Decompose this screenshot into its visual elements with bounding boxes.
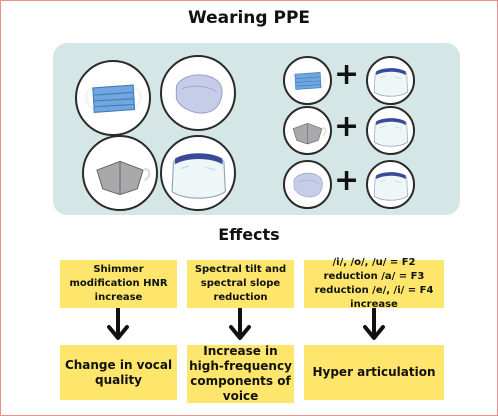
ppe-title: Wearing PPE (187, 8, 311, 28)
face-shield-icon (366, 160, 415, 209)
effect-result-box: Change in vocal quality (60, 345, 177, 400)
effect-cause-text: /i/, /o/, /u/ = F2 reduction /a/ = F3 re… (314, 257, 434, 310)
down-arrow-icon (107, 308, 129, 340)
plus-sign: + (334, 57, 360, 92)
effect-cause-box: Shimmer modification HNR increase (60, 260, 177, 308)
face-shield-icon (366, 56, 415, 105)
surgical-mask-icon (283, 56, 332, 105)
effect-cause-box: /i/, /o/, /u/ = F2 reduction /a/ = F3 re… (304, 257, 444, 310)
cloth-mask-icon (160, 55, 236, 131)
plus-sign: + (334, 163, 360, 198)
effect-result-text: Increase in high-frequency components of… (189, 344, 292, 403)
kn95-mask-icon (283, 106, 332, 155)
effects-title: Effects (218, 225, 280, 244)
effect-cause-box: Spectral tilt and spectral slope reducti… (187, 260, 294, 308)
effect-cause-text: Spectral tilt and spectral slope reducti… (194, 264, 287, 303)
face-shield-icon (160, 135, 236, 211)
face-shield-icon (366, 106, 415, 155)
kn95-mask-icon (82, 135, 158, 211)
plus-sign: + (334, 109, 360, 144)
surgical-mask-icon (75, 60, 151, 136)
effect-result-text: Hyper articulation (312, 365, 436, 379)
down-arrow-icon (363, 308, 385, 340)
effect-result-text: Change in vocal quality (64, 357, 173, 387)
cloth-mask-icon (283, 160, 332, 209)
effect-cause-text: Shimmer modification HNR increase (69, 264, 168, 303)
down-arrow-icon (229, 308, 251, 340)
effect-result-box: Hyper articulation (304, 345, 444, 400)
effect-result-box: Increase in high-frequency components of… (187, 344, 294, 403)
